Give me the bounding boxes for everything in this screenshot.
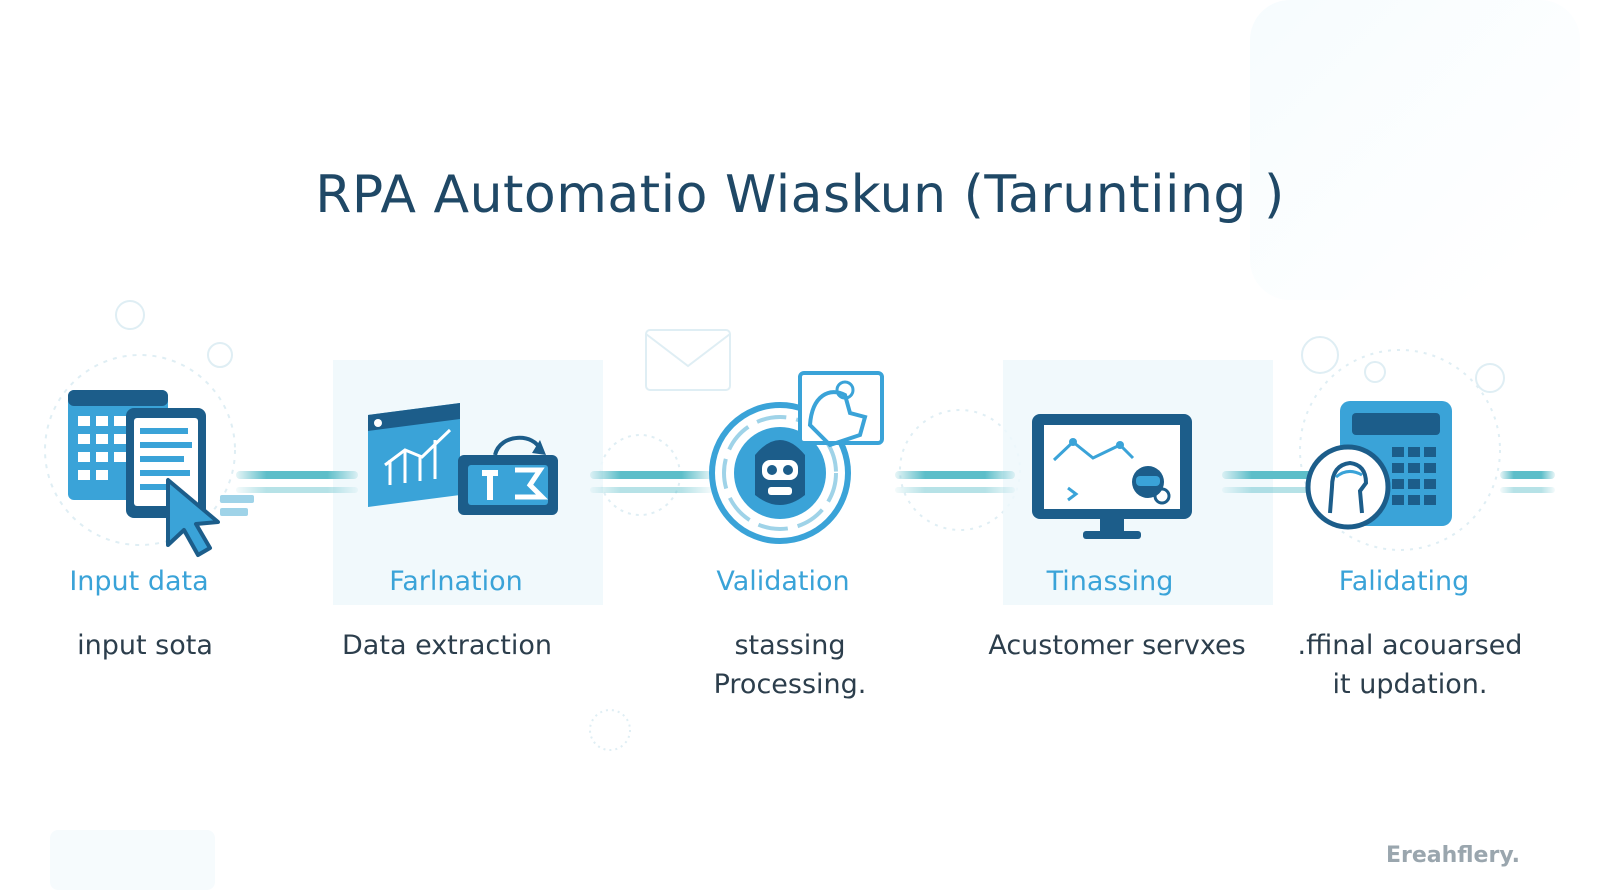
flow-connector (895, 471, 1015, 479)
stage-label: Input data (69, 566, 209, 597)
background-decoration (1250, 0, 1580, 300)
flow-connector (590, 471, 712, 479)
page-title: RPA Automatio Wiaskun (Taruntiing ) (315, 165, 1285, 225)
robot-hand-icon (709, 371, 884, 544)
stage-label: Validation (716, 566, 850, 597)
stage-description: Acustomer servxes (988, 630, 1246, 661)
background-decoration (50, 830, 215, 890)
flow-connector (1500, 487, 1555, 493)
monitor-chart-icon (1032, 414, 1192, 539)
stage-description: stassing Processing. (713, 630, 867, 700)
stage-description: input sota (77, 630, 213, 661)
stage-label: Falidating (1338, 566, 1470, 597)
flow-connector (590, 487, 712, 493)
flow-connector (1222, 487, 1340, 493)
stage-description: Data extraction (342, 630, 552, 661)
calculator-person-icon (1305, 401, 1452, 530)
flow-connector (1500, 471, 1555, 479)
stage-label: Tinassing (1046, 566, 1174, 597)
flow-connector (895, 487, 1015, 493)
stage-label: Farlnation (389, 566, 523, 597)
spreadsheet-phone-cursor-icon (68, 390, 254, 557)
stage-description: .ffinal acouarsed it updation. (1297, 630, 1523, 700)
flow-connector (236, 471, 358, 479)
flow-connector (236, 487, 358, 493)
flow-connector (1222, 471, 1340, 479)
footer-logo: Ereahflery. (1385, 843, 1520, 868)
browser-chart-tools-icon (368, 403, 558, 515)
